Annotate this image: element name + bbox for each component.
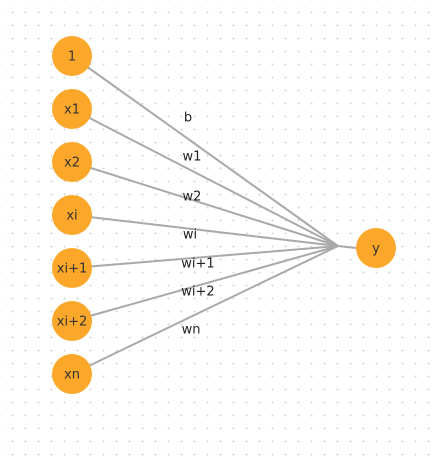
edge-weight-label: w1 [183,150,202,165]
input-node-label: xn [64,368,80,383]
edge-x2-to-y [71,161,339,247]
edge-weight-label: b [184,111,192,126]
input-node-x1: x1 [52,89,92,129]
input-node-circle [52,248,92,288]
input-node-label: xi+2 [57,315,87,330]
edge-labels-group: b w1 w2 wi wi+1 wi+2 wn [181,111,214,338]
input-node-circle [52,195,92,235]
input-node-label: 1 [68,50,76,65]
edge-xi1-to-y [71,245,339,269]
input-node-label: xi [66,209,77,224]
edge-weight-label: wi+2 [181,285,214,300]
edges-group [71,55,357,375]
input-node-xi2: xi+2 [52,301,92,341]
input-node-circle [52,354,92,394]
input-node-label: x1 [64,103,80,118]
input-node-x2: x2 [52,142,92,182]
edge-weight-label: w2 [183,190,202,205]
edge-weight-label: wi [183,228,197,243]
edge-xi2-to-y [71,245,339,322]
input-node-xn: xn [52,354,92,394]
input-node-circle [52,36,92,76]
input-node-label: xi+1 [57,262,87,277]
edge-weight-label: wn [182,323,201,338]
output-node-label: y [372,242,380,257]
edge-weight-label: wi+1 [181,257,214,272]
input-node-xi: xi [52,195,92,235]
nodes-group: 1 x1 x2 xi xi+1 xi+2 xn y [52,36,396,394]
input-node-label: x2 [64,156,80,171]
edge-bias-to-y [71,55,339,247]
input-node-circle [52,142,92,182]
output-node-circle [356,228,396,268]
edge-x1-to-y [71,108,339,247]
output-connector-line [337,245,357,249]
input-node-circle [52,301,92,341]
edge-xi-to-y [71,214,339,247]
output-node-y: y [356,228,396,268]
input-node-xi1: xi+1 [52,248,92,288]
edge-xn-to-y [71,245,339,375]
input-node-circle [52,89,92,129]
input-node-bias: 1 [52,36,92,76]
